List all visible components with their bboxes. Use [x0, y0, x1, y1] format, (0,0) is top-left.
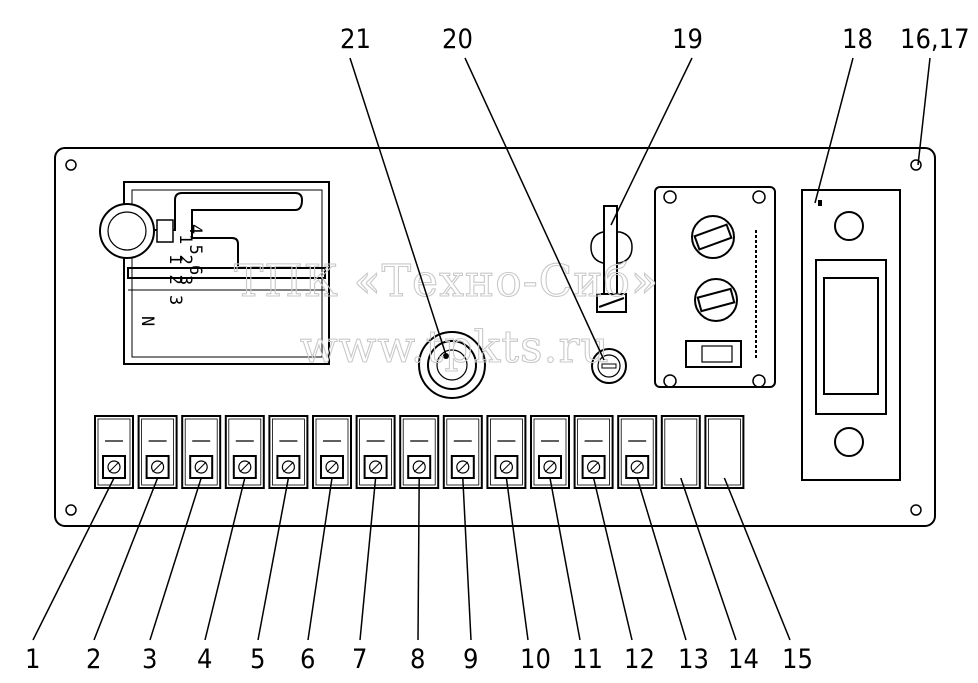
leader-line: [680, 477, 737, 641]
switch-7[interactable]: [355, 415, 396, 489]
callout-4: 4: [197, 644, 212, 675]
leader-line: [636, 477, 687, 641]
panel-screw: [65, 504, 77, 516]
leader-line: [349, 57, 448, 359]
leader-line: [93, 477, 159, 641]
callout-8: 8: [410, 644, 425, 675]
leader-line: [417, 477, 420, 641]
panel-screw: [910, 504, 922, 516]
leader-line: [917, 57, 931, 166]
switch-symbol-icon: [325, 460, 339, 474]
leader-line: [610, 57, 693, 226]
callout-13: 13: [678, 644, 709, 675]
switch-symbol-icon: [412, 460, 426, 474]
callout-2: 2: [86, 644, 101, 675]
callout-3: 3: [142, 644, 157, 675]
leader-line: [814, 57, 854, 204]
callout-1: 1: [25, 644, 40, 675]
callout-7: 7: [352, 644, 367, 675]
switch-1[interactable]: [94, 415, 134, 489]
indicator-lamp: [591, 348, 627, 384]
switch-10[interactable]: [486, 415, 527, 489]
switch-14[interactable]: [660, 415, 701, 489]
gear-row-3: 4 5 6: [185, 224, 205, 275]
switch-symbol-icon: [543, 460, 557, 474]
switch-9[interactable]: [442, 415, 483, 489]
switch-8[interactable]: [399, 415, 440, 489]
rotary-switch-lower[interactable]: [694, 278, 738, 322]
switch-12[interactable]: [573, 415, 614, 489]
instrument-housing: [801, 189, 901, 481]
ignition-key[interactable]: [590, 205, 633, 313]
switch-symbol-icon: [107, 460, 121, 474]
panel-screw: [910, 159, 922, 171]
leader-line: [257, 477, 290, 641]
leader-line: [359, 477, 377, 641]
leader-line: [149, 477, 202, 641]
callout-12: 12: [624, 644, 655, 675]
callout-9: 9: [463, 644, 478, 675]
callout-21: 21: [340, 24, 371, 55]
leader-line: [592, 477, 633, 641]
leader-lines: [32, 57, 931, 641]
leader-line: [204, 477, 246, 641]
switch-symbol-icon: [499, 460, 513, 474]
switch-11[interactable]: [530, 415, 570, 489]
rocker-switch[interactable]: [685, 340, 742, 368]
switch-symbol-icon: [238, 460, 252, 474]
callout-16-17: 16,17: [900, 24, 970, 55]
switch-2[interactable]: [137, 415, 178, 489]
callout-19: 19: [672, 24, 703, 55]
switch-module: [654, 186, 776, 388]
switch-symbol-icon: [586, 460, 601, 474]
gear-row-2: 1 2 3: [175, 234, 195, 285]
switch-symbol-icon: [151, 460, 165, 474]
leader-line: [723, 477, 791, 641]
leader-line: [307, 477, 333, 641]
watermark-website: www.tpkts.ru: [300, 322, 610, 373]
callout-18: 18: [842, 24, 873, 55]
callout-15: 15: [782, 644, 813, 675]
leader-line: [464, 57, 605, 361]
callout-20: 20: [442, 24, 473, 55]
switch-13[interactable]: [617, 415, 658, 489]
watermark-company: ТПК «Техно-Сиб»: [234, 256, 659, 307]
control-knob[interactable]: [418, 331, 486, 399]
gear-row-1: 1 2 3: [165, 254, 185, 305]
leader-line: [32, 477, 115, 641]
switch-symbol-icon: [194, 460, 208, 474]
switch-symbol-icon: [456, 460, 470, 474]
callout-14: 14: [728, 644, 759, 675]
callout-5: 5: [250, 644, 265, 675]
leader-line: [505, 477, 529, 641]
switch-row: [94, 415, 745, 489]
leader-line: [462, 477, 472, 641]
switch-6[interactable]: [312, 415, 352, 489]
switch-4[interactable]: [224, 415, 265, 489]
switch-3[interactable]: [181, 415, 222, 489]
switch-15[interactable]: [704, 415, 745, 489]
switch-5[interactable]: [268, 415, 309, 489]
switch-symbol-icon: [281, 460, 295, 474]
callout-6: 6: [300, 644, 315, 675]
panel-screw: [65, 159, 77, 171]
callout-11: 11: [572, 644, 603, 675]
switch-symbol-icon: [369, 460, 383, 474]
gear-label-neutral: N: [137, 316, 157, 326]
rotary-switch-upper[interactable]: [691, 215, 735, 259]
leader-line: [549, 477, 581, 641]
gear-shifter: N 1 2 3 1 2 3 4 5 6: [99, 181, 330, 365]
callout-10: 10: [520, 644, 551, 675]
switch-symbol-icon: [630, 460, 644, 474]
